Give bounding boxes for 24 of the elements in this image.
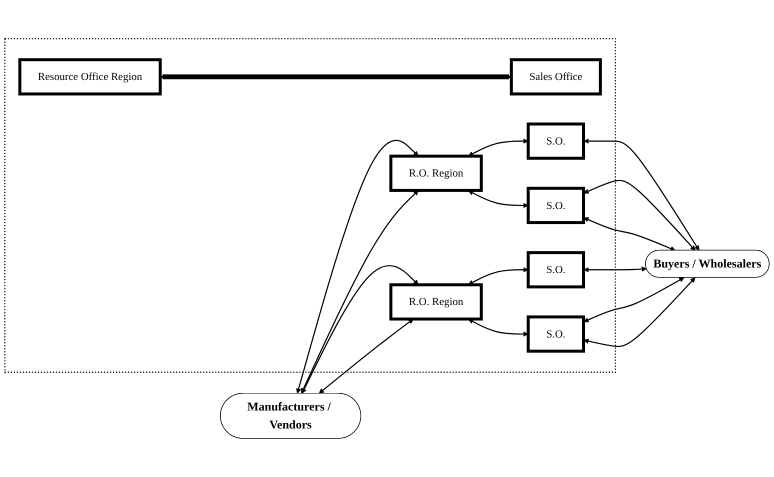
arrow	[296, 140, 419, 394]
arrow	[584, 277, 684, 322]
arrow	[302, 265, 419, 394]
arrow	[584, 180, 696, 251]
node-box: Resource Office Region	[18, 58, 162, 96]
node-box: S.O.	[526, 251, 586, 288]
node-box: S.O.	[526, 122, 586, 160]
arrow	[584, 266, 647, 272]
arrow	[160, 74, 512, 80]
node-box: S.O.	[526, 186, 586, 224]
node-box: R.O. Region	[389, 154, 483, 192]
node-box: S.O.	[526, 315, 586, 353]
arrow	[468, 318, 528, 337]
arrow	[468, 138, 528, 156]
arrow	[468, 267, 528, 285]
arrow	[318, 318, 414, 394]
arrow	[468, 190, 528, 208]
arrow	[301, 190, 419, 394]
cluster	[4, 38, 616, 373]
node-box: Sales Office	[510, 58, 602, 96]
arrow	[584, 217, 676, 252]
arrow	[584, 277, 696, 348]
node-box: R.O. Region	[389, 283, 483, 321]
arrow	[584, 138, 700, 251]
